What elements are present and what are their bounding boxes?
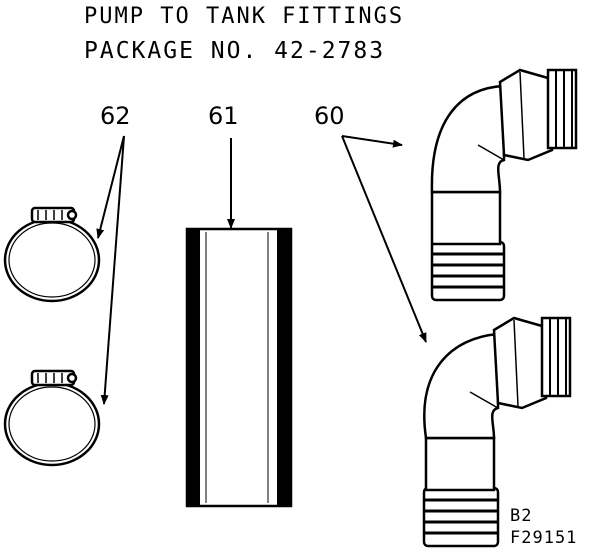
figure-code-b2: B2 bbox=[510, 506, 533, 526]
leader-arrows bbox=[96, 135, 427, 405]
arrow-62-upper bbox=[96, 135, 125, 239]
diagram-title: PUMP TO TANK FITTINGS bbox=[84, 4, 405, 29]
arrow-62-lower bbox=[100, 135, 125, 405]
hose-clamp-icon bbox=[3, 206, 101, 303]
callout-60: 60 bbox=[314, 102, 345, 130]
callout-61: 61 bbox=[208, 102, 239, 130]
figure-code-f: F29151 bbox=[510, 528, 578, 548]
callout-62: 62 bbox=[100, 102, 131, 130]
elbow-fitting-icon bbox=[430, 68, 578, 302]
arrow-60-lower bbox=[341, 135, 427, 343]
package-number: PACKAGE NO. 42-2783 bbox=[84, 38, 386, 64]
hose-tube-icon bbox=[185, 227, 293, 508]
arrow-60-upper bbox=[341, 135, 403, 148]
hose-clamp-icon bbox=[3, 369, 101, 467]
elbow-fitting-icon bbox=[422, 316, 572, 548]
